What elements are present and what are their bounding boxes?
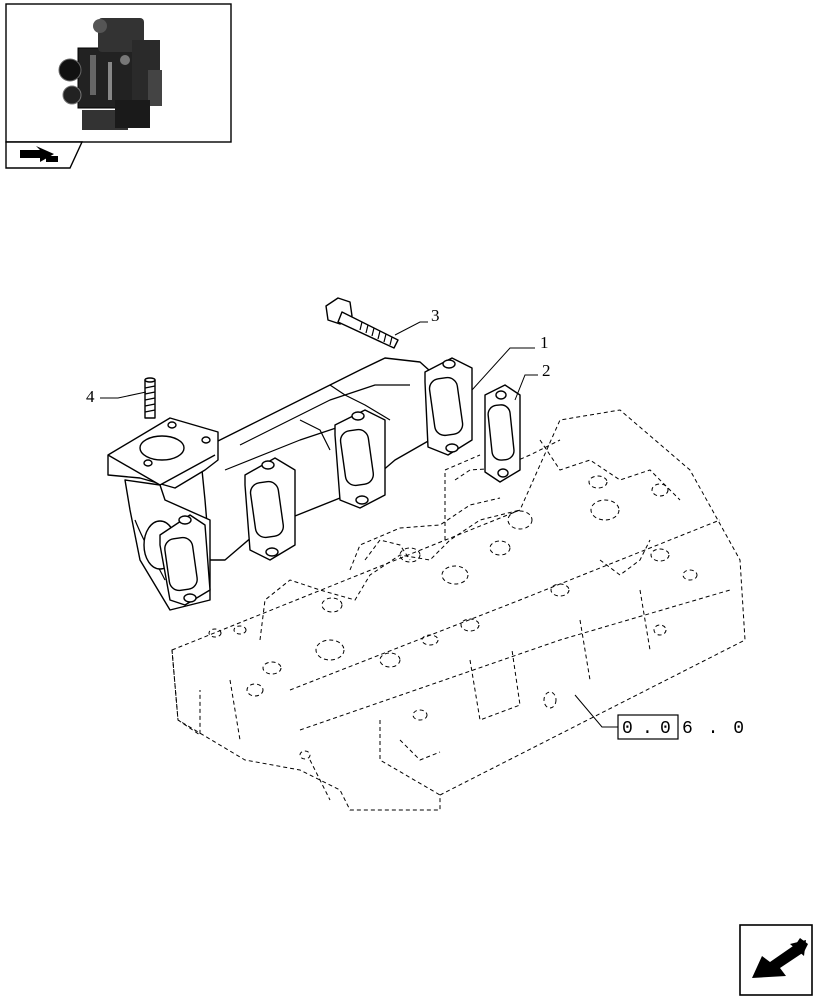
gasket[interactable] <box>484 384 521 483</box>
exhaust-manifold[interactable] <box>107 357 473 611</box>
stud[interactable] <box>144 377 156 419</box>
callout-3-label: 3 <box>431 306 440 325</box>
callout-2-label: 2 <box>542 361 551 380</box>
callout-1-label: 1 <box>540 333 549 352</box>
callout-3-leader <box>394 321 428 336</box>
reference-box-dot: . <box>642 719 655 739</box>
bolt[interactable] <box>325 297 399 349</box>
callout-4-label: 4 <box>86 387 95 406</box>
callout-2-leader <box>514 374 538 401</box>
cylinder-head-ghost <box>171 409 746 811</box>
reference-box-digit-2: 0 <box>660 719 673 739</box>
callout-1-leader <box>471 347 535 391</box>
engine-thumbnail[interactable] <box>5 3 232 169</box>
reference-box-digit-1: 0 <box>622 719 635 739</box>
reference-trailing-text: 6 . 0 <box>682 719 746 739</box>
arrow-icon <box>20 146 58 162</box>
next-page-arrow-icon[interactable] <box>739 924 813 996</box>
reference-leader <box>574 694 618 728</box>
reference-link[interactable]: 0 . 0 6 . 0 <box>617 714 746 740</box>
engine-thumbnail-picture <box>58 18 162 130</box>
callout-4-leader <box>100 391 147 399</box>
